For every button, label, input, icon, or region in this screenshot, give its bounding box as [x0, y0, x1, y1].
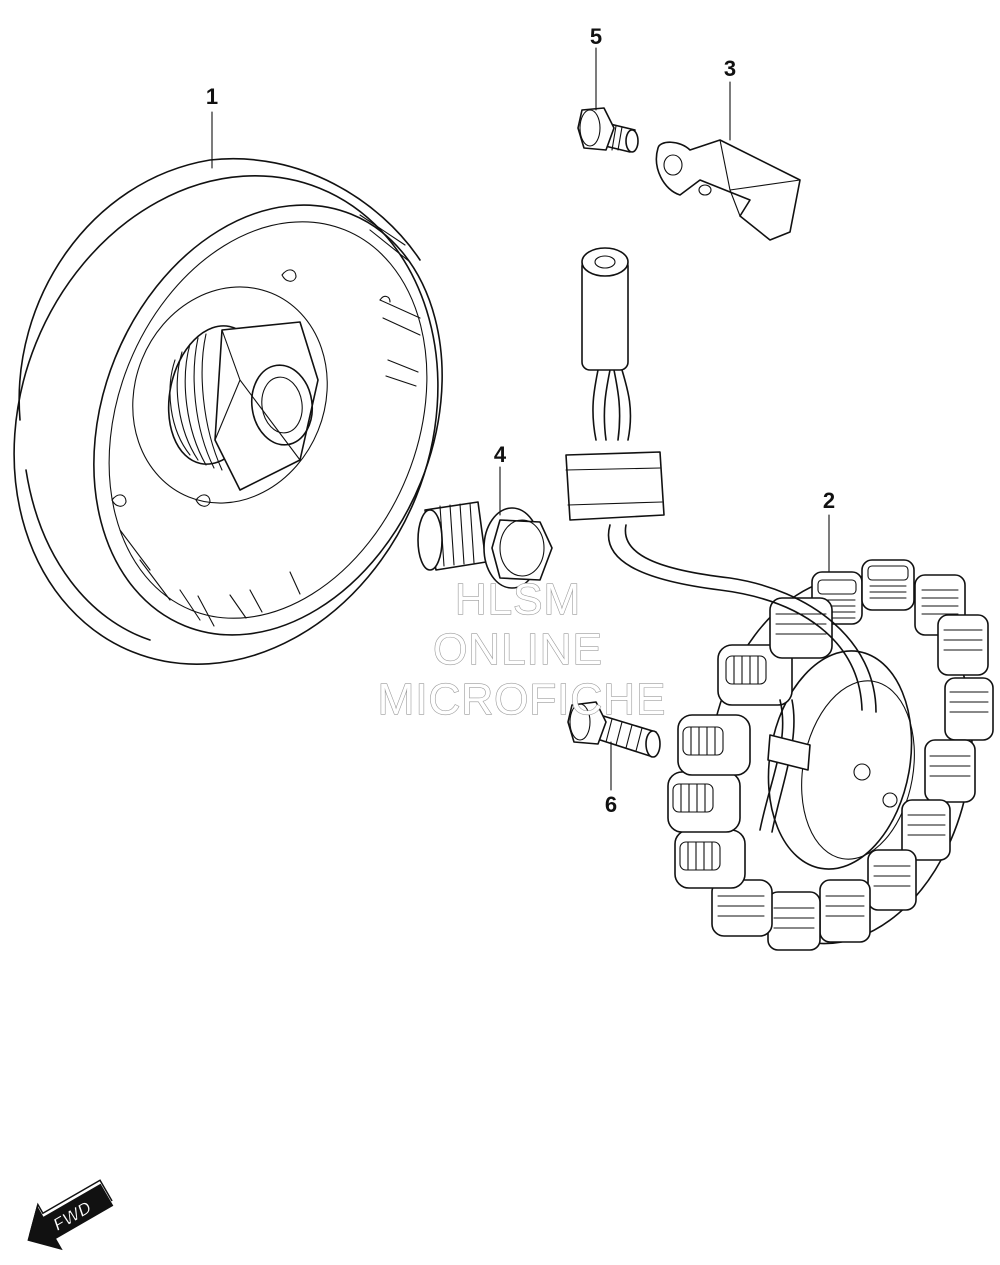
- watermark-line-2: ONLINE: [433, 625, 603, 674]
- callout-part-3: 3: [724, 56, 736, 81]
- stator-lead-wire: [565, 247, 877, 833]
- stator-assembly: [565, 247, 994, 951]
- callout-leaders: [211, 47, 830, 791]
- callout-part-6: 6: [605, 792, 617, 817]
- stator-coils: [667, 559, 994, 951]
- flywheel-rotor: [13, 158, 443, 665]
- bracket-screw: [577, 107, 639, 153]
- watermark-line-3: MICROFICHE: [378, 675, 667, 724]
- watermark-line-1: HLSM: [455, 575, 581, 624]
- forward-arrow-icon: [27, 1183, 114, 1251]
- forward-direction-marker: FWD: [27, 1179, 114, 1251]
- callout-part-4: 4: [494, 442, 507, 467]
- rotor-bolt: [417, 501, 553, 589]
- watermark: HLSM ONLINE MICROFICHE: [377, 574, 667, 724]
- callout-part-2: 2: [823, 488, 835, 513]
- callout-part-5: 5: [590, 24, 602, 49]
- stator-screw: [567, 701, 661, 758]
- callout-part-1: 1: [206, 84, 218, 109]
- wire-clamp-bracket: [655, 139, 801, 241]
